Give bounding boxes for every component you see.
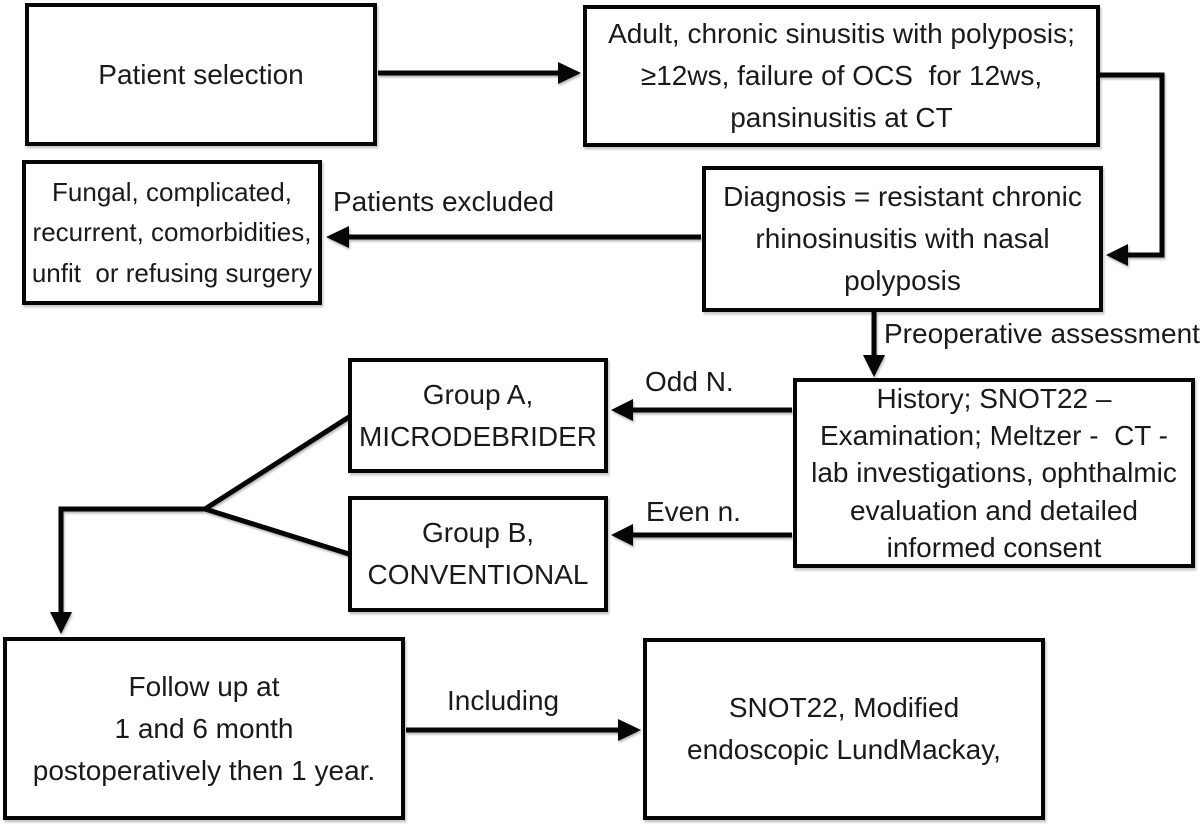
outcome-measures-text: SNOT22, Modified endoscopic LundMackay, [687, 692, 1001, 765]
box-outcome-measures: SNOT22, Modified endoscopic LundMackay, [643, 638, 1045, 820]
merge-to-followup-elbow [58, 506, 207, 616]
box-diagnosis: Diagnosis = resistant chronic rhinosinus… [702, 166, 1103, 312]
label-including: Including [447, 685, 560, 716]
group-a-text: Group A, MICRODEBRIDER [358, 378, 597, 452]
arrowhead-right-icon [618, 719, 641, 741]
inclusion-criteria-text: Adult, chronic sinusitis with polyposis;… [608, 18, 1075, 133]
box-preop-workup: History; SNOT22 – Examination; Meltzer -… [793, 378, 1195, 568]
label-preoperative-assessment: Preoperative assessment [884, 318, 1200, 349]
arrowhead-left-icon [1106, 244, 1128, 266]
box-follow-up: Follow up at 1 and 6 month postoperative… [3, 637, 405, 820]
box-patient-selection: Patient selection [25, 3, 377, 146]
arrowhead-left-icon [326, 226, 349, 248]
label-odd-n: Odd N. [645, 366, 734, 397]
label-even-n: Even n. [646, 496, 741, 527]
arrow-criteria-to-diagnosis-elbow [1100, 72, 1165, 258]
box-group-a: Group A, MICRODEBRIDER [348, 358, 608, 473]
preop-workup-text: History; SNOT22 – Examination; Meltzer -… [811, 382, 1177, 563]
arrowhead-right-icon [558, 62, 581, 84]
diagnosis-text: Diagnosis = resistant chronic rhinosinus… [723, 181, 1082, 296]
arrowhead-down-icon [863, 355, 885, 377]
merge-groupb-diagonal [204, 506, 350, 557]
arrowhead-left-icon [611, 524, 633, 546]
arrowhead-down-icon [50, 612, 72, 634]
label-patients-excluded: Patients excluded [333, 186, 555, 217]
patient-selection-text: Patient selection [98, 58, 304, 90]
exclusion-reasons-text: Fungal, complicated, recurrent, comorbid… [31, 177, 313, 288]
arrowhead-left-icon [611, 399, 633, 421]
merge-groupa-diagonal [203, 414, 351, 512]
box-inclusion-criteria: Adult, chronic sinusitis with polyposis;… [583, 5, 1100, 147]
group-b-text: Group B, CONVENTIONAL [367, 517, 589, 590]
follow-up-text: Follow up at 1 and 6 month postoperative… [32, 670, 376, 786]
box-group-b: Group B, CONVENTIONAL [348, 496, 608, 612]
box-exclusion-reasons: Fungal, complicated, recurrent, comorbid… [22, 160, 322, 305]
